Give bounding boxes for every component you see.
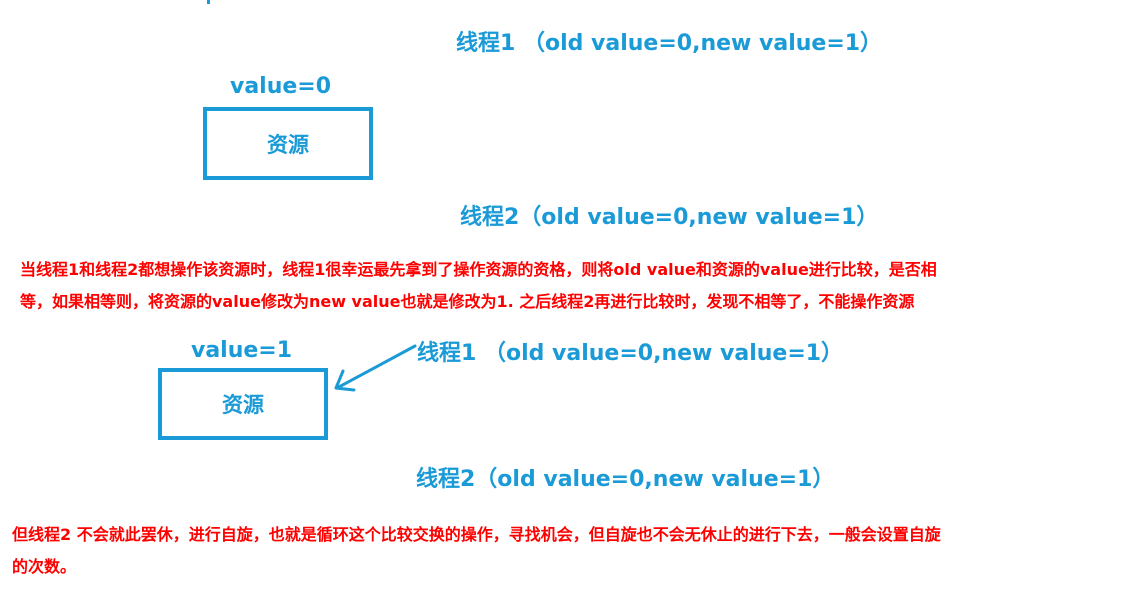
explanation1-line2: 等，如果相等则，将资源的value修改为new value也就是修改为1. 之后… xyxy=(20,292,915,311)
explanation1: 当线程1和线程2都想操作该资源时，线程1很幸运最先拿到了操作资源的资格，则将ol… xyxy=(20,254,1120,318)
explanation2-line2: 的次数。 xyxy=(12,557,77,576)
explanation2-line1: 但线程2 不会就此罢休，进行自旋，也就是循环这个比较交换的操作，寻找机会，但自旋… xyxy=(12,525,941,544)
scene2-resource-box: 资源 xyxy=(158,368,328,440)
scene2-thread1-label: 线程1 （old value=0,new value=1） xyxy=(417,341,844,366)
scene2-thread2-label: 线程2（old value=0,new value=1） xyxy=(416,467,835,492)
top-marker xyxy=(207,0,210,4)
scene1-value-label: value=0 xyxy=(230,74,332,99)
scene1-thread1-label: 线程1 （old value=0,new value=1） xyxy=(456,31,883,56)
arrow-to-resource-icon xyxy=(334,344,417,392)
scene1-resource-label: 资源 xyxy=(267,132,309,157)
explanation1-line1: 当线程1和线程2都想操作该资源时，线程1很幸运最先拿到了操作资源的资格，则将ol… xyxy=(20,260,937,279)
scene2-value-label: value=1 xyxy=(191,338,293,363)
scene1-thread2-label: 线程2（old value=0,new value=1） xyxy=(460,205,879,230)
scene1-resource-box: 资源 xyxy=(203,107,373,180)
explanation2: 但线程2 不会就此罢休，进行自旋，也就是循环这个比较交换的操作，寻找机会，但自旋… xyxy=(12,519,1122,583)
scene2-resource-label: 资源 xyxy=(222,393,264,417)
